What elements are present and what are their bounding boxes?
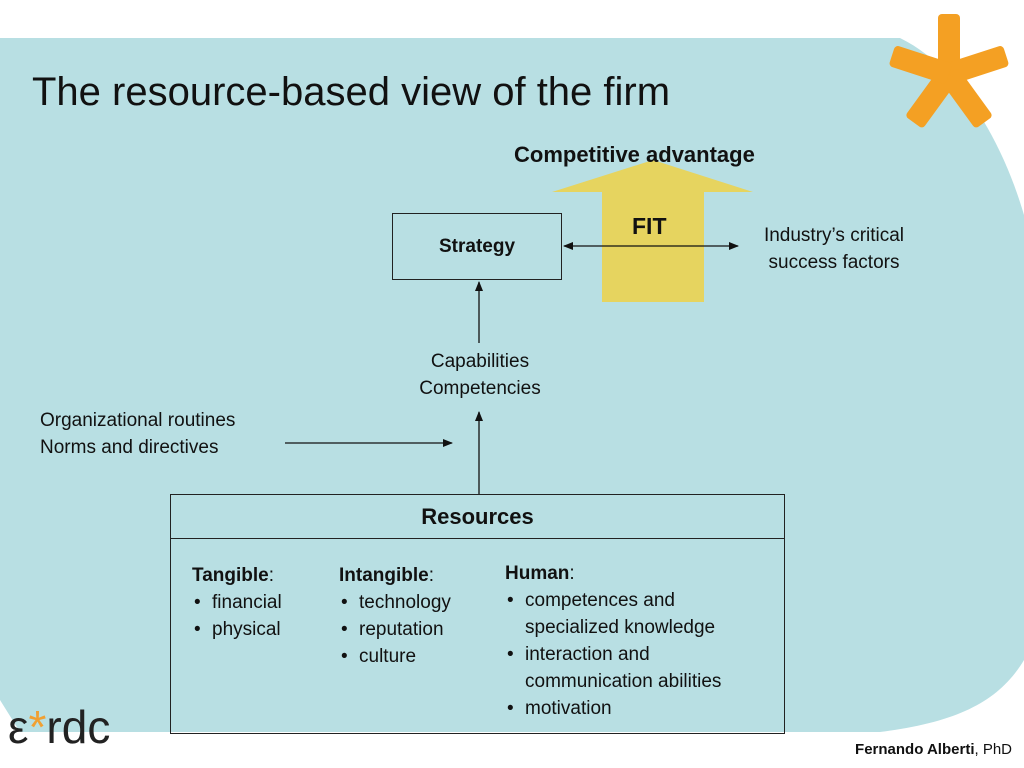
tangible-heading: Tangible	[192, 565, 269, 586]
competitive-advantage-label: Competitive advantage	[514, 142, 755, 167]
capabilities-line2: Competencies	[419, 378, 541, 399]
strategy-label: Strategy	[438, 235, 516, 257]
asterisk-icon	[889, 14, 1009, 128]
organizational-line1: Organizational routines	[40, 410, 236, 431]
industry-factors: Industry’s critical success factors	[742, 222, 926, 276]
resources-box: Resources Tangible: financial physical I…	[170, 494, 785, 734]
organizational-routines-label: Organizational routines Norms and direct…	[40, 407, 235, 461]
list-item: culture	[339, 643, 451, 670]
human-item-2b: communication abilities	[525, 671, 722, 692]
erdc-logo: ε*rdc	[8, 700, 110, 754]
organizational-line2: Norms and directives	[40, 437, 219, 458]
list-item: reputation	[339, 616, 451, 643]
human-item-2a: interaction and	[525, 644, 650, 665]
logo-text: rdc	[46, 701, 111, 753]
capabilities-label: Capabilities Competencies	[400, 348, 560, 402]
author-credit: Fernando Alberti, PhD	[855, 741, 1012, 758]
list-item: technology	[339, 589, 451, 616]
list-item: physical	[192, 616, 282, 643]
tangible-column: Tangible: financial physical	[192, 562, 282, 643]
fit-label: FIT	[632, 213, 667, 239]
fit-arrow	[552, 160, 753, 302]
intangible-heading: Intangible	[339, 565, 429, 586]
logo-star: *	[28, 701, 47, 753]
list-item: financial	[192, 589, 282, 616]
strategy-box: Strategy	[392, 213, 562, 280]
list-item: interaction and communication abilities	[505, 641, 721, 695]
author-name: Fernando Alberti	[855, 741, 975, 758]
logo-epsilon: ε	[8, 701, 29, 753]
list-item: competences and specialized knowledge	[505, 587, 721, 641]
human-item-1b: specialized knowledge	[525, 617, 716, 638]
industry-line2: success factors	[768, 252, 900, 273]
human-item-1a: competences and	[525, 590, 675, 611]
background-blob	[0, 38, 1024, 732]
industry-line1: Industry’s critical	[763, 225, 905, 246]
capabilities-line1: Capabilities	[430, 351, 530, 372]
human-heading: Human	[505, 563, 570, 584]
author-suffix: , PhD	[974, 741, 1012, 758]
resources-title: Resources	[171, 495, 784, 539]
slide-title: The resource-based view of the firm	[32, 70, 671, 114]
list-item: motivation	[505, 695, 721, 722]
intangible-column: Intangible: technology reputation cultur…	[339, 562, 451, 670]
